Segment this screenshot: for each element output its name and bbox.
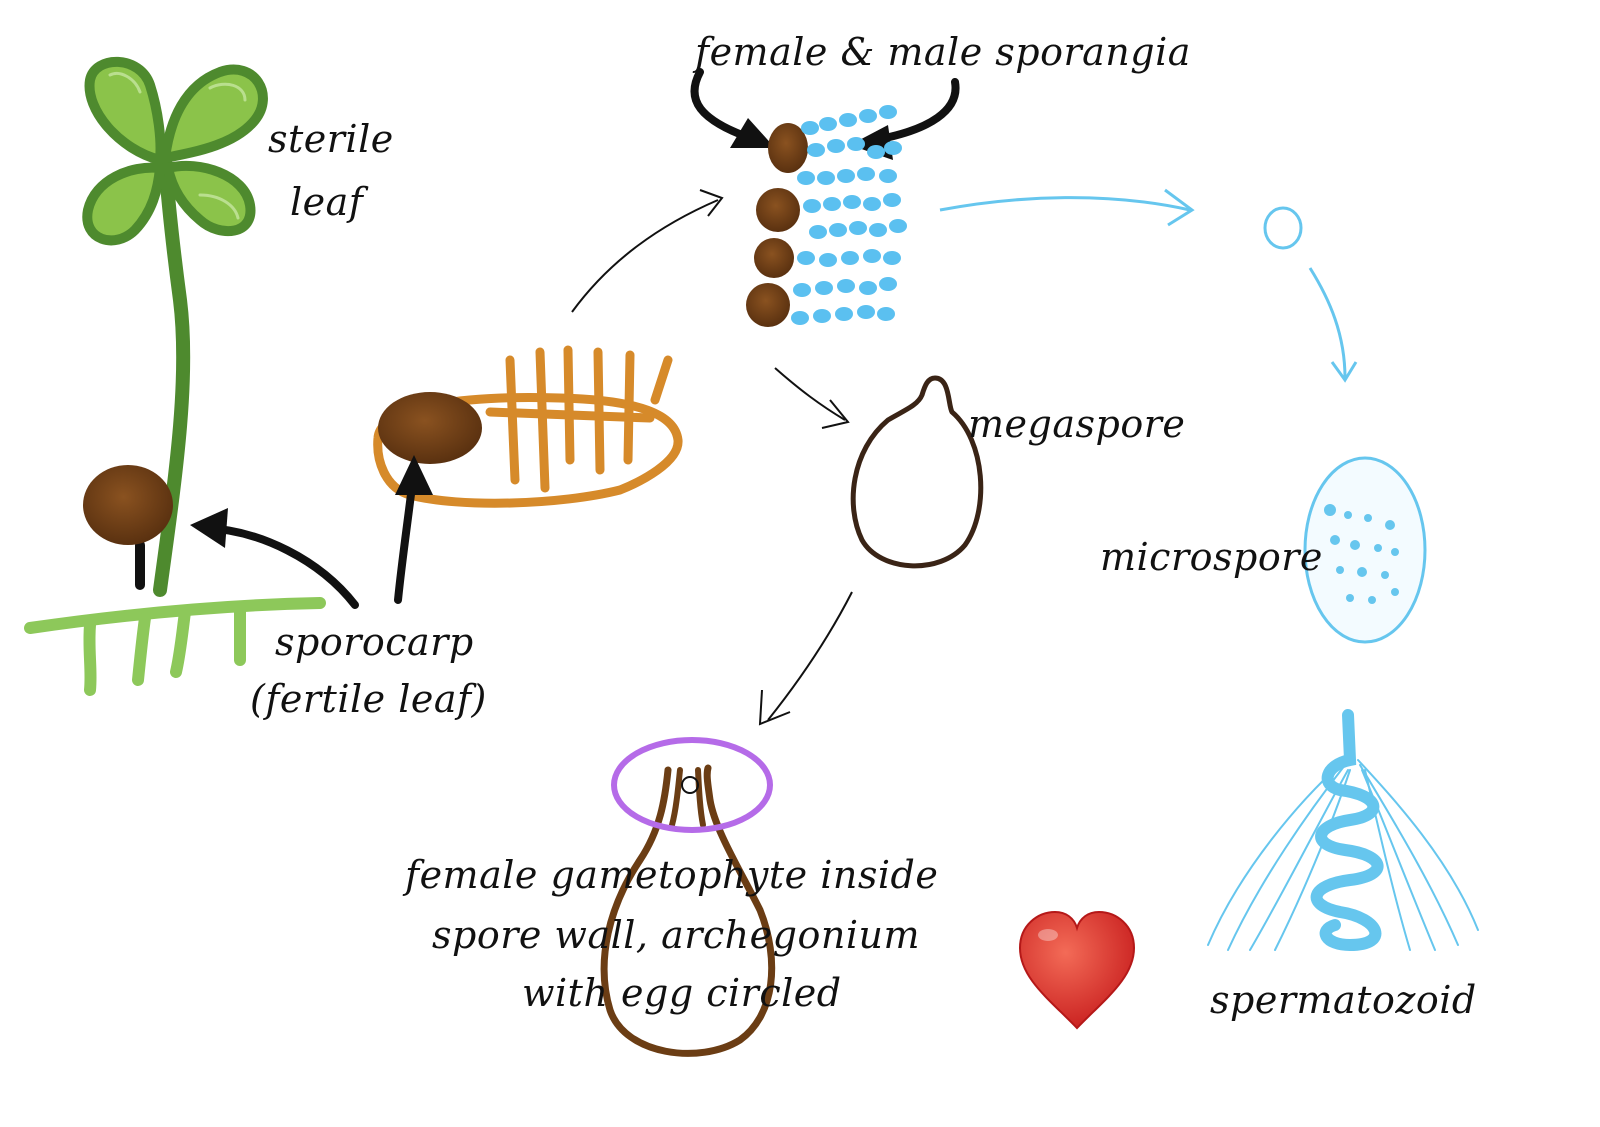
arrow-to-microspore-cell [939, 196, 1191, 212]
female-gametophyte [600, 737, 776, 1057]
microspore-nuclei [1324, 504, 1399, 604]
sporangia-label: female & male sporangia [692, 30, 1191, 74]
archegonium-circle [611, 737, 773, 833]
egg [681, 776, 699, 794]
microspore-label: microspore [1100, 535, 1323, 579]
megaspore-label: megaspore [968, 402, 1185, 446]
arrow-to-plant-sporocarp [201, 524, 359, 609]
sterile-label-line2: leaf [290, 180, 369, 224]
sterile-label-line1: sterile [268, 117, 394, 161]
arrow-to-male-sporangium [871, 78, 960, 144]
microspore-cell [1263, 206, 1303, 250]
sori-ribs [485, 345, 673, 493]
spermatozoid [1207, 709, 1479, 952]
spermatozoid-label: spermatozoid [1210, 978, 1477, 1022]
gametophyte-label-line3: with egg circled [522, 971, 842, 1015]
arrow-sporangia-to-megaspore [774, 367, 846, 421]
female-sporangia [746, 123, 808, 327]
clover-leaflets [82, 56, 268, 246]
sporocarp-capsule [378, 392, 482, 464]
rhizome [24, 597, 326, 696]
arrow-sporocarp-to-sporangia [571, 199, 719, 313]
male-sporangia [791, 105, 907, 325]
gametophyte-label-line1: female gametophyte inside [402, 853, 938, 897]
sporocarp-on-plant [83, 465, 173, 545]
arrow-to-female-sporangium [690, 68, 754, 142]
spore-wall [600, 764, 776, 1057]
megaspore [850, 375, 984, 569]
sterile-leaf-plant [24, 56, 326, 696]
sporocarp-label-line1: sporocarp [275, 620, 474, 664]
gametophyte-label-line2: spore wall, archegonium [432, 913, 920, 957]
sporocarp-label-line2: (fertile leaf) [250, 677, 487, 721]
microspore [1303, 456, 1427, 644]
arrow-megaspore-to-gametophyte [767, 591, 853, 721]
heart-icon [1018, 910, 1136, 1030]
arrow-to-microspore [1308, 267, 1347, 379]
